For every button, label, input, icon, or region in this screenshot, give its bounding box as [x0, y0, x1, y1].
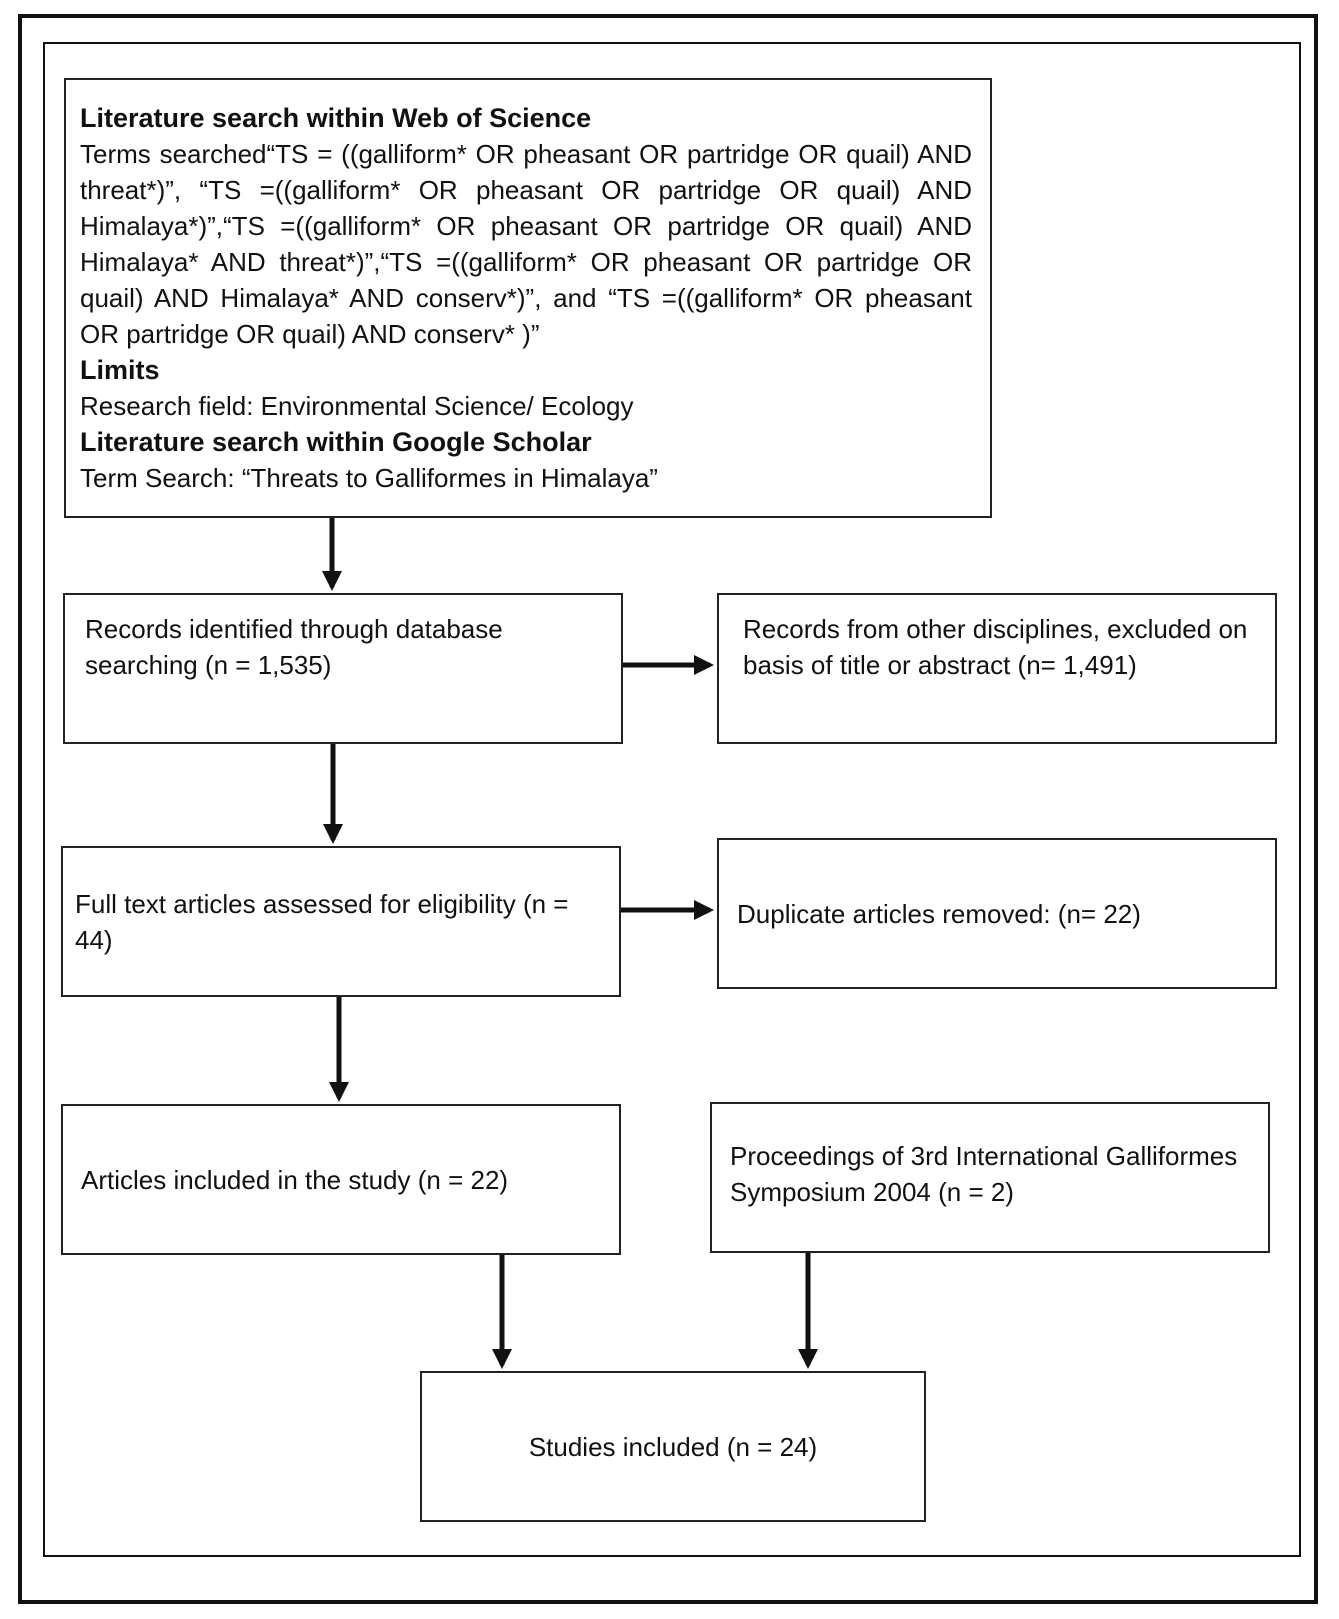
duplicates-removed-box: Duplicate articles removed: (n= 22) — [717, 838, 1277, 989]
inner-frame — [43, 42, 1301, 1557]
studies-included-box: Studies included (n = 24) — [420, 1371, 926, 1522]
wos-terms: Terms searched“TS = ((galliform* OR phea… — [80, 139, 972, 349]
proceedings-box: Proceedings of 3rd International Gallifo… — [710, 1102, 1270, 1253]
google-scholar-term: Term Search: “Threats to Galliformes in … — [80, 463, 658, 493]
records-excluded-text: Records from other disciplines, excluded… — [743, 614, 1248, 680]
fulltext-assessed-text: Full text articles assessed for eligibil… — [75, 888, 569, 955]
limits-heading: Limits — [80, 355, 160, 385]
search-criteria-box: Literature search within Web of Science … — [64, 78, 992, 518]
limits-text: Research field: Environmental Science/ E… — [80, 391, 634, 421]
duplicates-removed-text: Duplicate articles removed: (n= 22) — [737, 898, 1141, 929]
wos-heading: Literature search within Web of Science — [80, 103, 592, 133]
proceedings-text: Proceedings of 3rd International Gallifo… — [730, 1141, 1238, 1207]
articles-included-text: Articles included in the study (n = 22) — [81, 1164, 509, 1195]
outer-frame — [18, 14, 1318, 1604]
records-identified-text: Records identified through database sear… — [85, 614, 503, 680]
records-excluded-box: Records from other disciplines, excluded… — [717, 593, 1277, 744]
articles-included-box: Articles included in the study (n = 22) — [61, 1104, 621, 1255]
studies-included-text: Studies included (n = 24) — [528, 1431, 818, 1462]
records-identified-box: Records identified through database sear… — [63, 593, 623, 744]
fulltext-assessed-box: Full text articles assessed for eligibil… — [61, 846, 621, 997]
google-scholar-heading: Literature search within Google Scholar — [80, 427, 592, 457]
